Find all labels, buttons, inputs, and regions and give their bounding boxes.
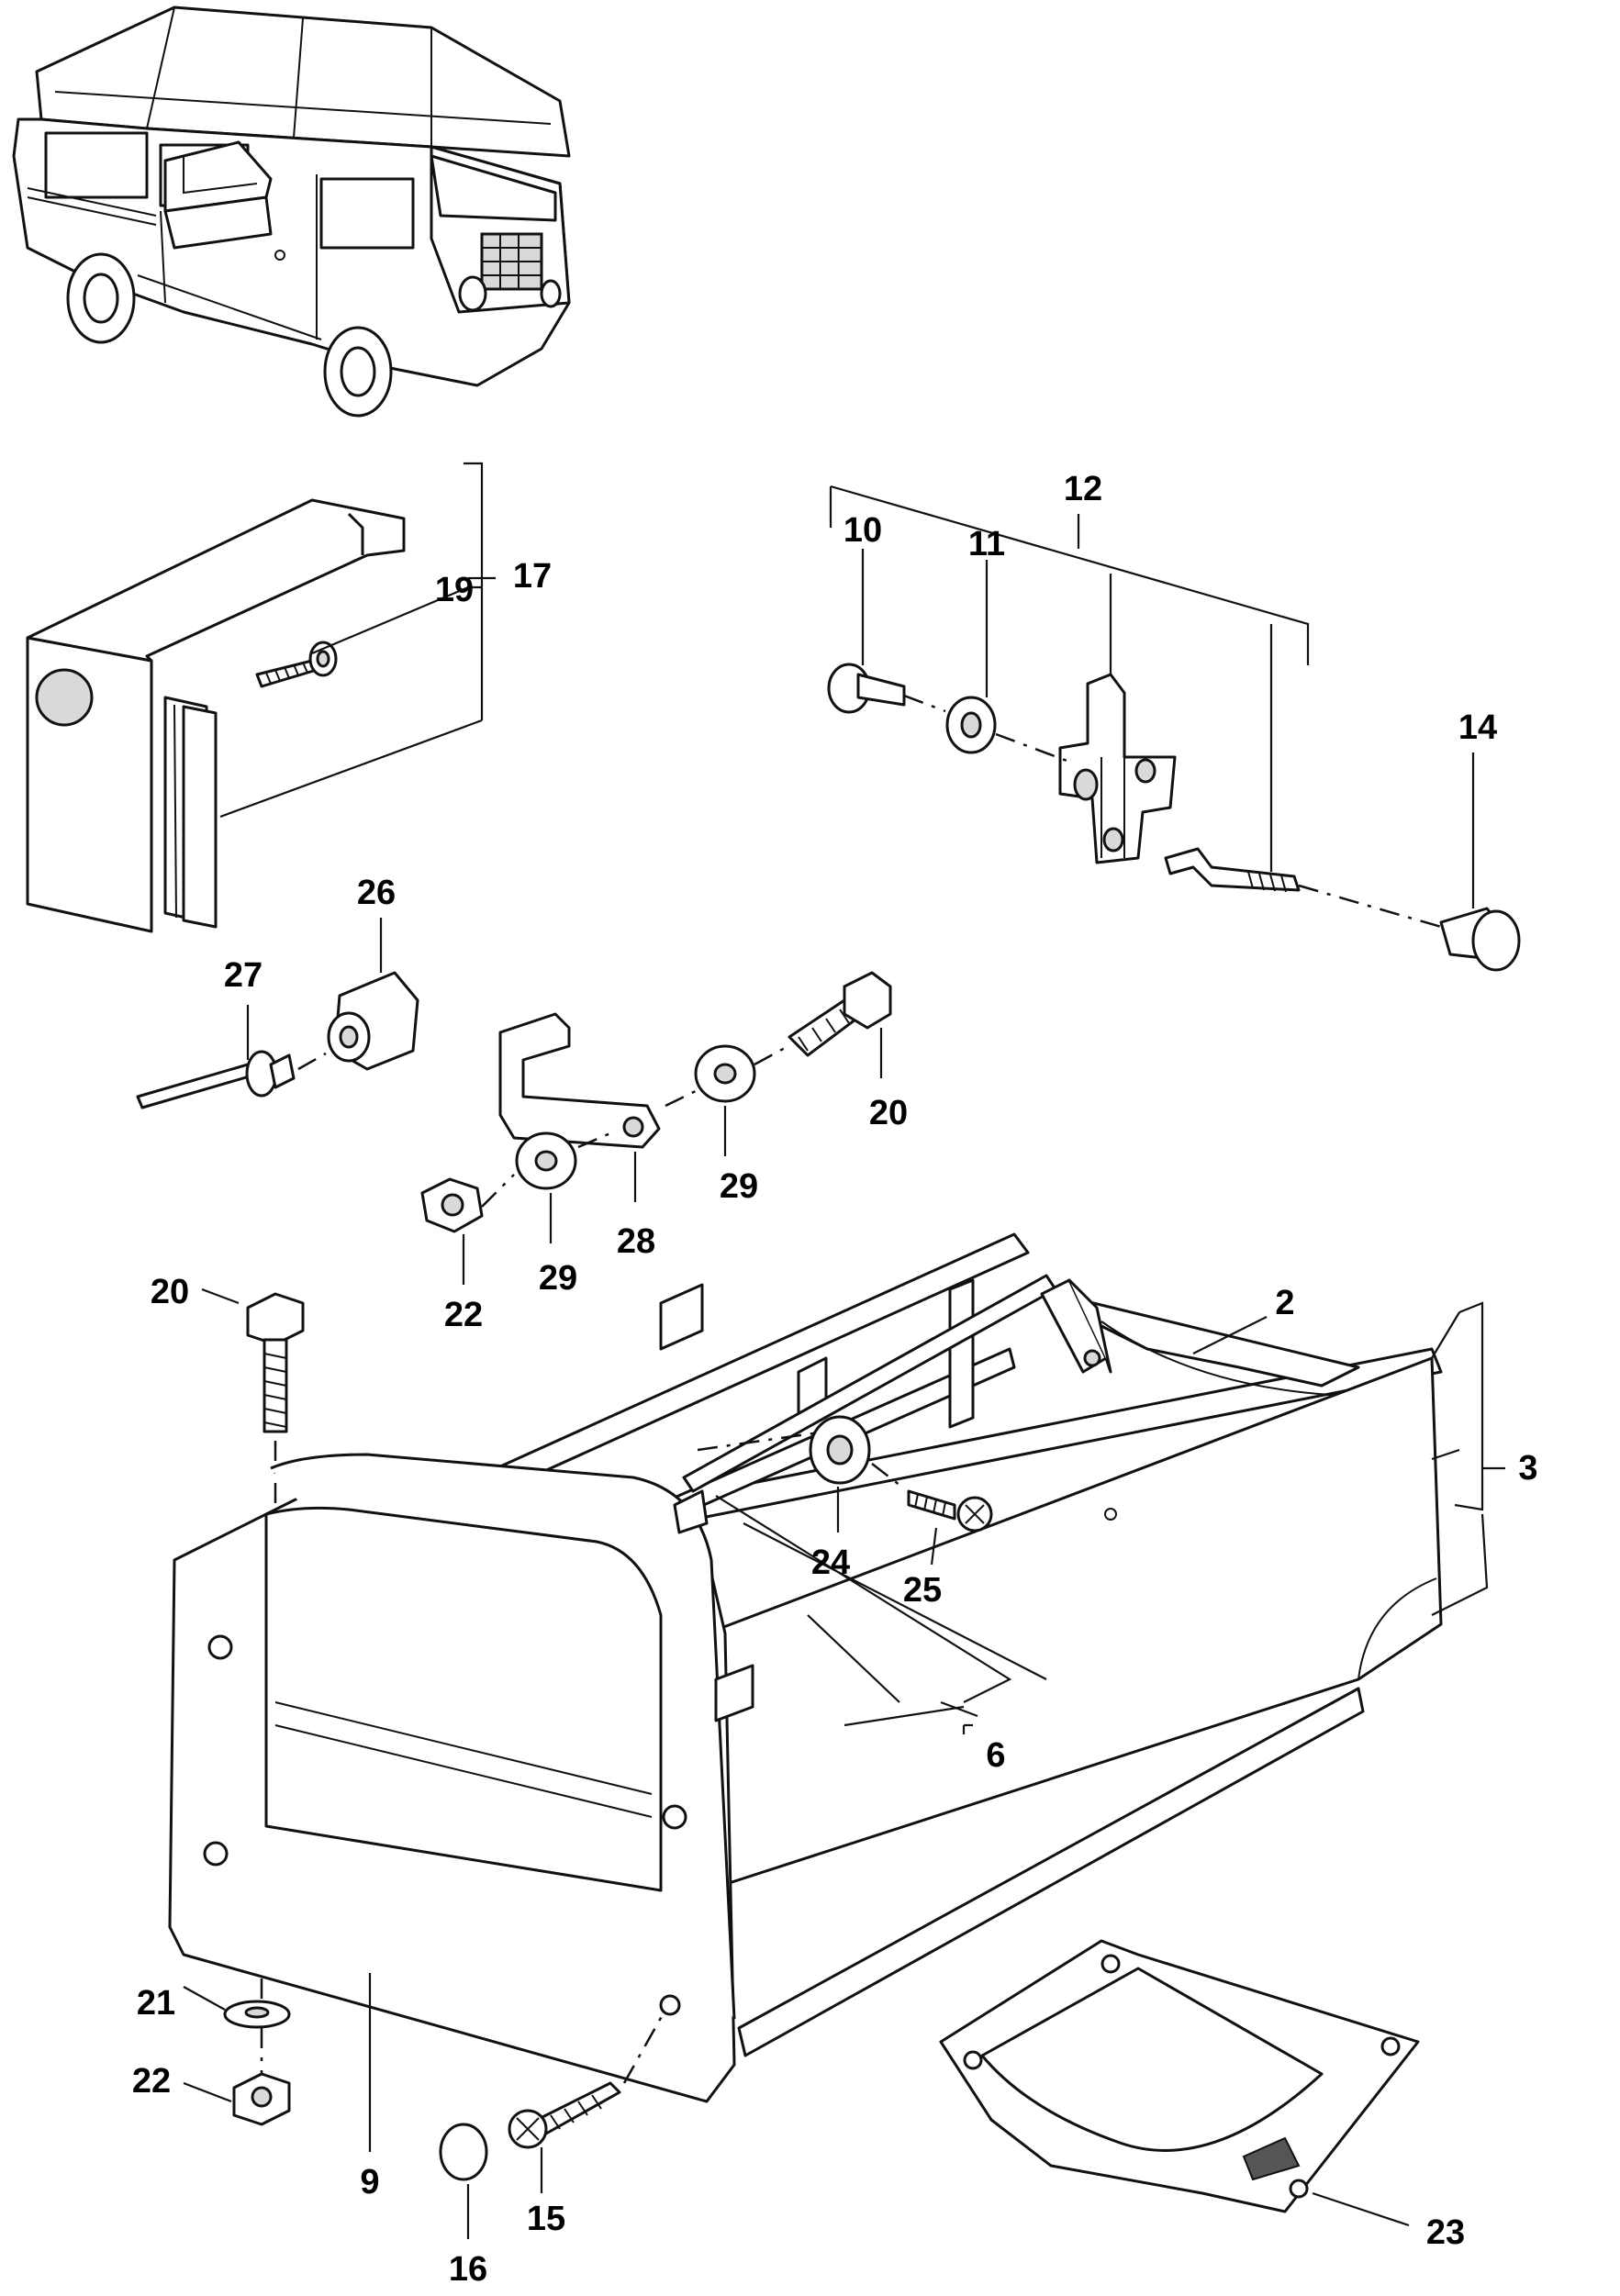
callout-20a: 20 xyxy=(869,1094,908,1132)
callout-12: 12 xyxy=(1064,470,1102,508)
callout-19: 19 xyxy=(435,571,474,609)
callout-25: 25 xyxy=(903,1571,942,1610)
drawer-cover-flap xyxy=(939,1939,1420,2227)
corner-cap-assembly xyxy=(26,462,496,933)
callout-15: 15 xyxy=(527,2200,565,2238)
callout-20b: 20 xyxy=(151,1273,189,1311)
fascia-screw-and-cap xyxy=(439,2009,667,2239)
callout-27: 27 xyxy=(224,956,263,995)
callout-28: 28 xyxy=(617,1222,655,1261)
callout-29b: 29 xyxy=(539,1259,577,1298)
rivet-and-cap xyxy=(136,918,419,1109)
callout-10: 10 xyxy=(844,511,882,550)
drawer-box xyxy=(168,1232,1505,2152)
bracket-bolt-assembly xyxy=(420,971,892,1285)
callout-6: 6 xyxy=(986,1736,1005,1775)
callout-22b: 22 xyxy=(132,2062,171,2101)
callout-16: 16 xyxy=(449,2250,487,2289)
callout-23: 23 xyxy=(1426,2213,1465,2252)
callout-17: 17 xyxy=(513,557,552,596)
vehicle-illustration xyxy=(12,6,571,418)
callout-22a: 22 xyxy=(444,1296,483,1334)
callout-3: 3 xyxy=(1518,1449,1537,1488)
spacer-and-screw xyxy=(809,1415,993,1566)
callout-9: 9 xyxy=(360,2163,379,2201)
callout-26: 26 xyxy=(357,874,396,912)
callout-2: 2 xyxy=(1275,1284,1294,1322)
callout-11: 11 xyxy=(968,525,1005,563)
callout-labels: 2 3 6 9 10 11 12 14 15 16 17 19 20 20 21… xyxy=(132,470,1538,2289)
callout-21: 21 xyxy=(137,1984,175,2023)
callout-24: 24 xyxy=(811,1544,850,1582)
callout-29a: 29 xyxy=(720,1167,758,1206)
callout-14: 14 xyxy=(1458,708,1497,747)
latch-assembly xyxy=(827,485,1521,972)
